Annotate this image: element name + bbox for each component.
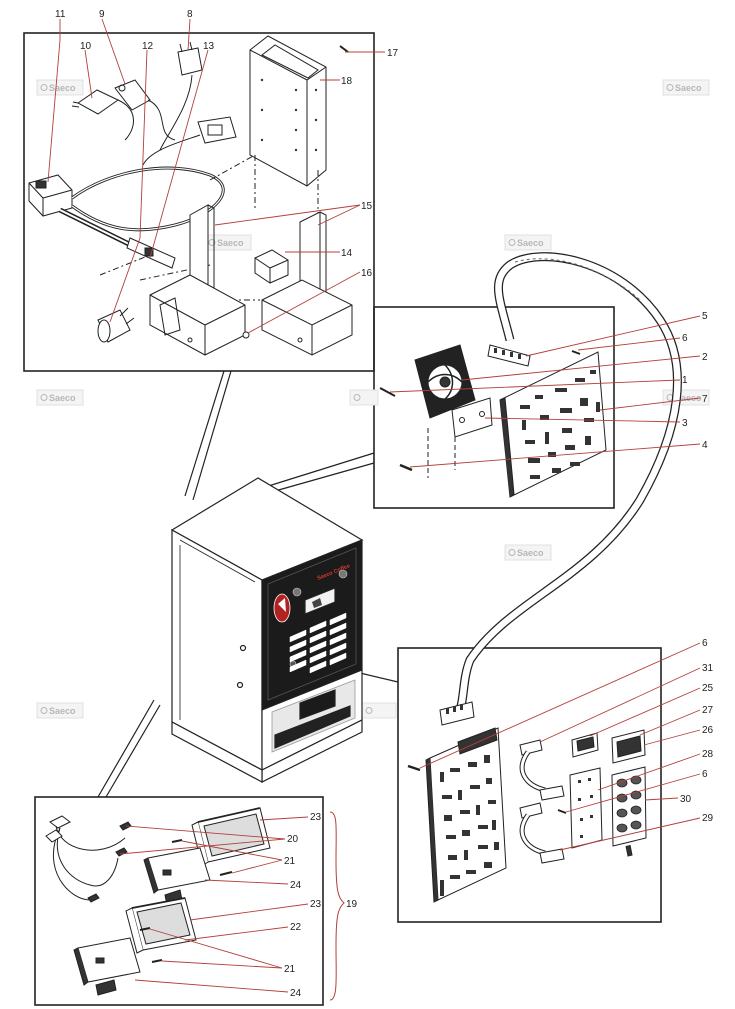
callout-8: 8 [187, 9, 193, 20]
bracket-right [261, 211, 353, 356]
watermark-group: Saeco Saeco Saeco Saeco Saeco Saeco Saec… [36, 79, 710, 719]
light-housing-lower [125, 897, 197, 954]
ribbon-cable [453, 252, 682, 717]
flat-cable-lower [519, 802, 565, 864]
callout-28: 28 [702, 749, 714, 760]
control-pcb [499, 351, 607, 498]
keypad-pcb [425, 727, 507, 903]
callout-21-lower: 21 [284, 964, 296, 975]
svg-text:Saeco: Saeco [49, 83, 76, 93]
callout-12: 12 [142, 41, 154, 52]
callout-24: 24 [290, 880, 302, 891]
frame-connector-lines [97, 370, 399, 798]
callout-7: 7 [702, 394, 708, 405]
callout-26: 26 [702, 725, 714, 736]
callout-13: 13 [203, 41, 215, 52]
watermark-logo: Saeco [504, 234, 552, 251]
callout-18: 18 [341, 76, 353, 87]
keypad-membrane [611, 766, 647, 857]
callout-6: 6 [682, 333, 688, 344]
callout-6-keypad: 6 [702, 769, 708, 780]
svg-text:Saeco: Saeco [517, 548, 544, 558]
callout-9: 9 [99, 9, 105, 20]
callout-17: 17 [387, 48, 399, 59]
capacitor [97, 307, 135, 343]
callout-23-lower: 23 [310, 899, 322, 910]
vending-machine: Saeco Coffee [170, 477, 364, 783]
machine-keypad [289, 612, 347, 674]
callout-29: 29 [702, 813, 714, 824]
flat-cable-upper [519, 739, 565, 801]
callout-24-lower: 24 [290, 988, 302, 999]
callout-20: 20 [287, 834, 299, 845]
callout-numbers: 11 9 8 10 12 13 17 18 15 14 16 5 6 2 1 7… [55, 9, 714, 999]
callout-27: 27 [702, 705, 714, 716]
callout-10: 10 [80, 41, 92, 52]
watermark-logo: Saeco [662, 79, 710, 96]
panel-power-frame [23, 32, 375, 372]
watermark-logo: Saeco [36, 79, 84, 96]
group-brace [329, 811, 345, 1001]
callout-2: 2 [702, 352, 708, 363]
callout-19: 19 [346, 899, 358, 910]
svg-text:Saeco: Saeco [517, 238, 544, 248]
callout-25: 25 [702, 683, 714, 694]
light-cover-upper [143, 847, 211, 906]
light-cover-lower [73, 937, 141, 996]
svg-text:Saeco: Saeco [217, 238, 244, 248]
watermark-logo: Saeco [36, 702, 84, 719]
relay [254, 249, 289, 284]
watermark-logo [349, 389, 379, 406]
panel-lights-frame [34, 796, 324, 1006]
callout-5: 5 [702, 311, 708, 322]
callout-11: 11 [55, 9, 66, 20]
keypad-board-assembly [407, 701, 647, 903]
power-assembly [28, 35, 353, 356]
leader-lines [47, 18, 701, 993]
callout-23: 23 [310, 812, 322, 823]
callout-14: 14 [341, 248, 353, 259]
callout-15: 15 [361, 201, 373, 212]
watermark-logo: Saeco [204, 234, 252, 251]
rear-cover [249, 35, 327, 187]
svg-text:Saeco: Saeco [49, 706, 76, 716]
watermark-logo [361, 702, 397, 719]
callout-22: 22 [290, 922, 302, 933]
callout-6-lower: 6 [702, 638, 708, 649]
svg-text:Saeco: Saeco [675, 393, 702, 403]
callout-4: 4 [702, 440, 708, 451]
control-board-assembly [379, 344, 607, 498]
callout-31: 31 [702, 663, 714, 674]
watermark-logo: Saeco [36, 389, 84, 406]
svg-text:Saeco: Saeco [49, 393, 76, 403]
svg-text:Saeco: Saeco [675, 83, 702, 93]
lights-assembly [45, 807, 271, 996]
panel-control-board-frame [373, 306, 615, 509]
callout-21: 21 [284, 856, 296, 867]
watermark-logo: Saeco [504, 544, 552, 561]
callout-30: 30 [680, 794, 692, 805]
callout-16: 16 [361, 268, 373, 279]
callout-3: 3 [682, 418, 688, 429]
switch-box [28, 174, 73, 217]
callout-1: 1 [682, 375, 688, 386]
